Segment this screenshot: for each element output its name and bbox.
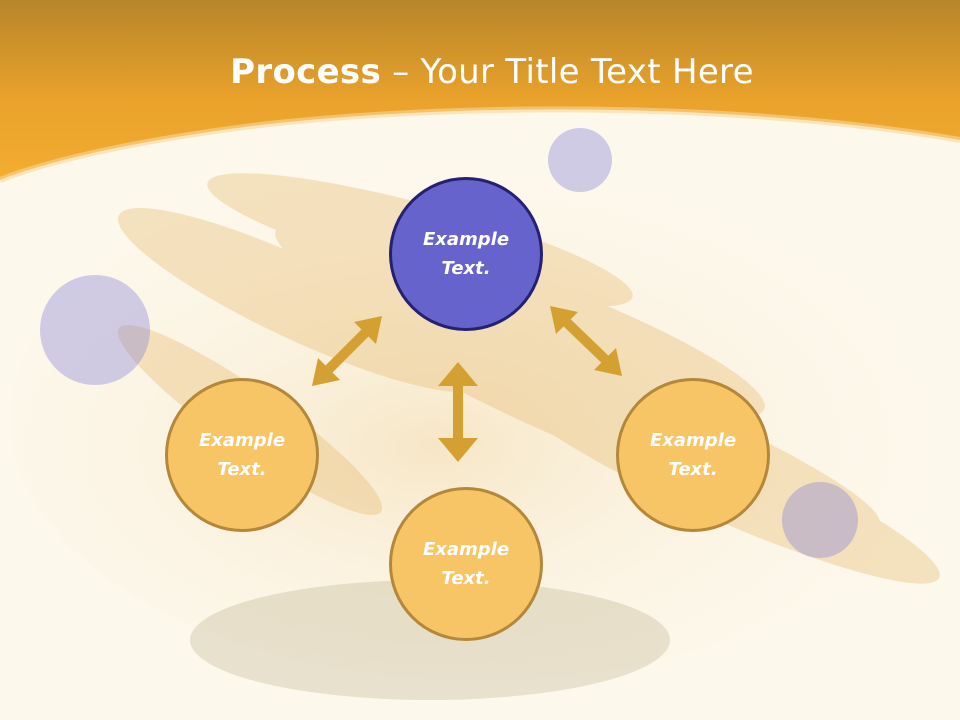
slide-title: Process – Your Title Text Here (0, 52, 960, 92)
node-bottom-label: Example Text. (422, 539, 510, 589)
arrow-center-left (312, 316, 382, 386)
slide-title-bold: Process (230, 52, 382, 92)
node-center[interactable]: Example Text. (389, 177, 543, 331)
node-right-label: Example Text. (649, 430, 737, 480)
slide-title-rest: – Your Title Text Here (381, 52, 754, 92)
node-left-label: Example Text. (198, 430, 286, 480)
node-right[interactable]: Example Text. (616, 378, 770, 532)
node-left[interactable]: Example Text. (165, 378, 319, 532)
cornflower-image (40, 128, 858, 558)
arrow-center-right (550, 306, 622, 376)
node-bottom[interactable]: Example Text. (389, 487, 543, 641)
arrow-center-bottom (438, 362, 478, 462)
node-center-label: Example Text. (422, 229, 510, 279)
